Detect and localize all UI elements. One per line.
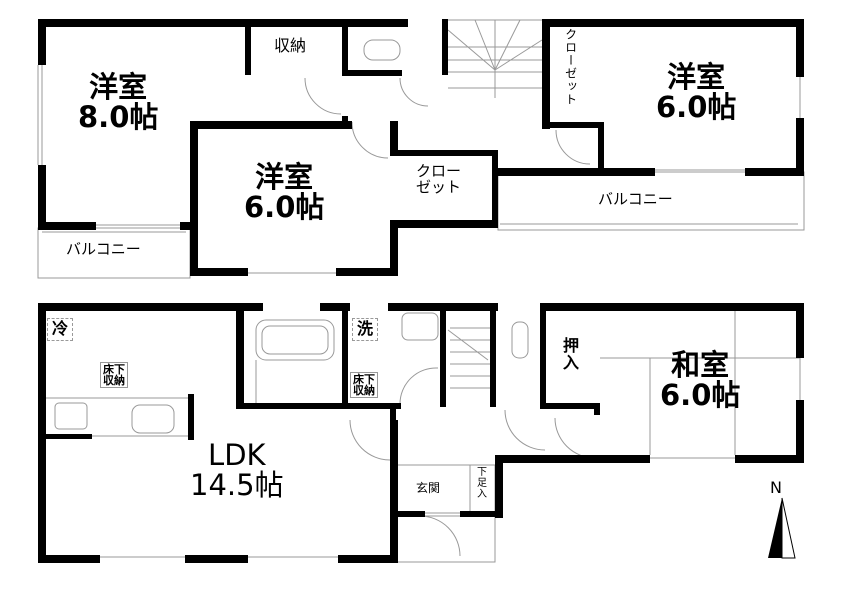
- room-japanese-label: 和室 6.0帖: [660, 350, 740, 411]
- room-size: 6.0帖: [244, 190, 325, 225]
- underfloor-storage-wash: 床下 収納: [350, 372, 378, 398]
- fridge-space-label: 冷: [47, 318, 74, 341]
- closet-vertical-label: クローゼット: [563, 28, 578, 106]
- underfloor-line2: 収納: [353, 384, 375, 397]
- shoe-storage-label: 下足入: [474, 466, 486, 499]
- room-name: LDK: [208, 438, 266, 472]
- compass-north-label: N: [770, 478, 782, 497]
- room-ldk-label: LDK 14.5帖: [190, 440, 284, 501]
- genkan-label: 玄関: [416, 481, 441, 495]
- oshiire-line1: 押: [563, 336, 580, 355]
- underfloor-storage-kitchen: 床下 収納: [100, 362, 128, 388]
- room-size: 6.0帖: [660, 378, 741, 413]
- closet-line2: ゼット: [416, 177, 462, 196]
- room-western-8-label: 洋室 8.0帖: [78, 72, 158, 133]
- closet-center-label: クロー ゼット: [416, 162, 462, 196]
- oshiire-line2: 入: [563, 352, 580, 372]
- room-size: 8.0帖: [78, 100, 159, 135]
- room-size: 14.5帖: [190, 468, 284, 503]
- underfloor-line2: 収納: [103, 374, 125, 387]
- balcony-left-label: バルコニー: [66, 240, 141, 258]
- closet-line1: クロー: [416, 162, 462, 180]
- room-western-6-center-label: 洋室 6.0帖: [244, 162, 324, 223]
- storage-label: 収納: [274, 36, 307, 55]
- room-name: 洋室: [89, 70, 148, 104]
- underfloor-line1: 床下: [353, 373, 375, 386]
- oshiire-label: 押 入: [563, 336, 580, 372]
- room-name: 洋室: [667, 60, 726, 94]
- balcony-right-label: バルコニー: [598, 190, 673, 208]
- room-size: 6.0帖: [656, 90, 737, 125]
- room-name: 洋室: [255, 160, 314, 194]
- washer-space-label: 洗: [352, 318, 379, 341]
- room-western-6-right-label: 洋室 6.0帖: [656, 62, 736, 123]
- underfloor-line1: 床下: [103, 363, 125, 376]
- room-name: 和室: [671, 348, 730, 382]
